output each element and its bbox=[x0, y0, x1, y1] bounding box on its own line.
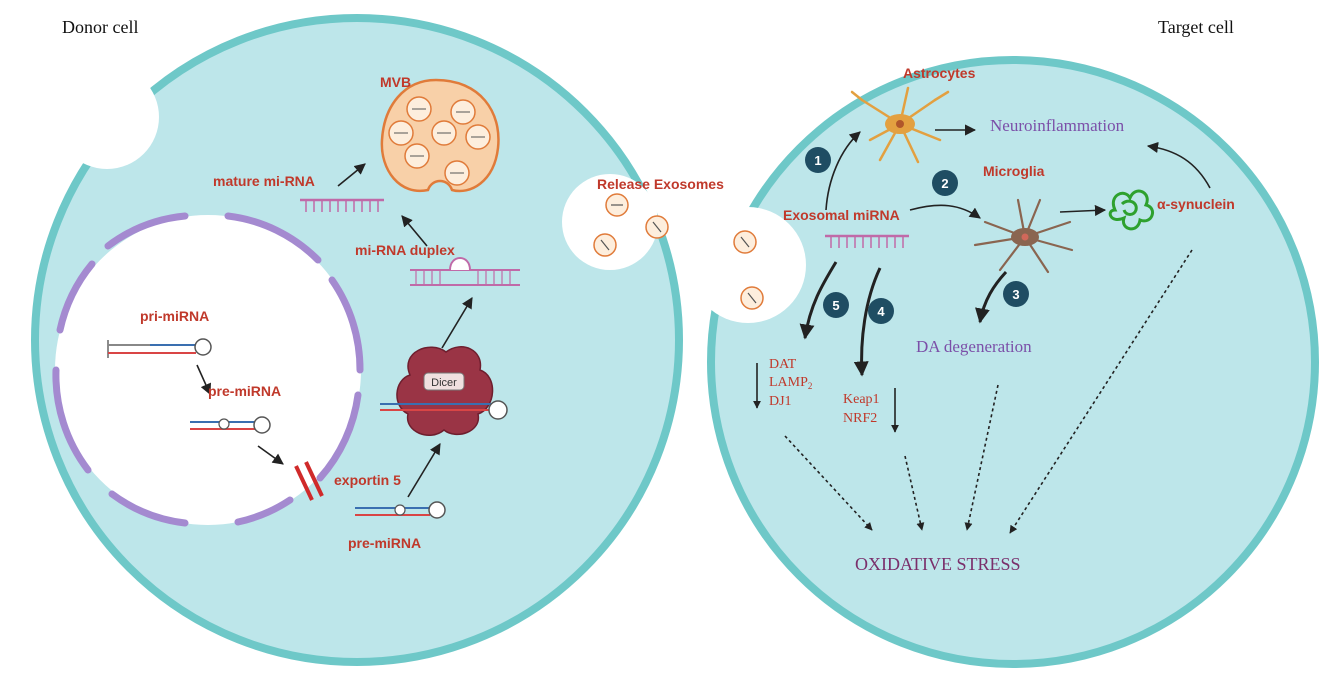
oxidative-stress-label: OXIDATIVE STRESS bbox=[855, 554, 1021, 574]
multivesicular-body bbox=[380, 78, 500, 193]
pre-mirna-hairpin-nucleus bbox=[190, 416, 271, 434]
keap1-label: Keap1 bbox=[843, 392, 880, 407]
release-exosomes-label: Release Exosomes bbox=[597, 176, 724, 192]
pri-mirna-hairpin bbox=[107, 338, 212, 358]
pri-mirna-label: pri-miRNA bbox=[140, 308, 209, 324]
target-cell-title: Target cell bbox=[1158, 17, 1234, 37]
step-badges: 1 2 3 4 5 bbox=[805, 147, 1029, 324]
svg-text:5: 5 bbox=[832, 298, 839, 313]
step-badge-5 bbox=[823, 292, 849, 318]
exportin-label: exportin 5 bbox=[334, 472, 401, 488]
target-arrows bbox=[784, 124, 1211, 534]
dat-label: DAT bbox=[769, 357, 797, 372]
svg-text:3: 3 bbox=[1012, 287, 1019, 302]
neuroinflammation-label: Neuroinflammation bbox=[990, 116, 1125, 135]
dicer-label: Dicer bbox=[431, 377, 457, 389]
svg-text:1: 1 bbox=[814, 153, 821, 168]
astrocytes-label: Astrocytes bbox=[903, 65, 976, 81]
downregulated-genes-right: Keap1 NRF2 bbox=[843, 388, 899, 433]
microglia-cell bbox=[973, 198, 1074, 274]
exosome-vesicles bbox=[593, 193, 764, 310]
svg-text:4: 4 bbox=[877, 304, 885, 319]
exportin-5-channel bbox=[294, 461, 324, 501]
pre-mirna-cytoplasm-label: pre-miRNA bbox=[348, 535, 421, 551]
step-badge-1 bbox=[805, 147, 831, 173]
alpha-synuclein-label: α-synuclein bbox=[1157, 196, 1235, 212]
nrf2-label: NRF2 bbox=[843, 411, 877, 426]
astrocyte-cell bbox=[850, 86, 950, 164]
alpha-synuclein-aggregate bbox=[1108, 189, 1155, 231]
target-cell bbox=[690, 56, 1319, 668]
exosomal-mirna-label: Exosomal miRNA bbox=[783, 207, 900, 223]
dicer-enzyme: Dicer bbox=[380, 346, 508, 436]
pre-mirna-hairpin-cytoplasm bbox=[355, 501, 446, 519]
mirna-duplex-label: mi-RNA duplex bbox=[355, 242, 455, 258]
step-badge-2 bbox=[932, 170, 958, 196]
nuclear-envelope bbox=[52, 212, 364, 527]
membrane-bud bbox=[55, 65, 159, 169]
exosome-release-pocket bbox=[562, 174, 658, 270]
mature-mirna-label: mature mi-RNA bbox=[213, 173, 315, 189]
donor-arrows bbox=[196, 163, 473, 498]
exosomal-mirna-strand bbox=[825, 234, 909, 248]
dj1-label: DJ1 bbox=[769, 394, 792, 409]
svg-text:2: 2 bbox=[941, 176, 948, 191]
mirna-duplex bbox=[410, 257, 520, 286]
step-badge-4 bbox=[868, 298, 894, 324]
exosome-uptake-pocket bbox=[690, 207, 806, 323]
da-degeneration-label: DA degeneration bbox=[916, 337, 1032, 356]
mature-mirna-strand bbox=[300, 198, 384, 212]
lamp-label: LAMP2 bbox=[769, 375, 812, 391]
donor-cell-title: Donor cell bbox=[62, 17, 138, 37]
mvb-label: MVB bbox=[380, 74, 411, 90]
microglia-label: Microglia bbox=[983, 163, 1045, 179]
target-cell-membrane bbox=[707, 56, 1319, 668]
step-badge-3 bbox=[1003, 281, 1029, 307]
pre-mirna-nucleus-label: pre-miRNA bbox=[208, 383, 281, 399]
nucleus bbox=[52, 212, 364, 527]
downregulated-genes-left: DAT LAMP2 DJ1 bbox=[753, 357, 812, 409]
